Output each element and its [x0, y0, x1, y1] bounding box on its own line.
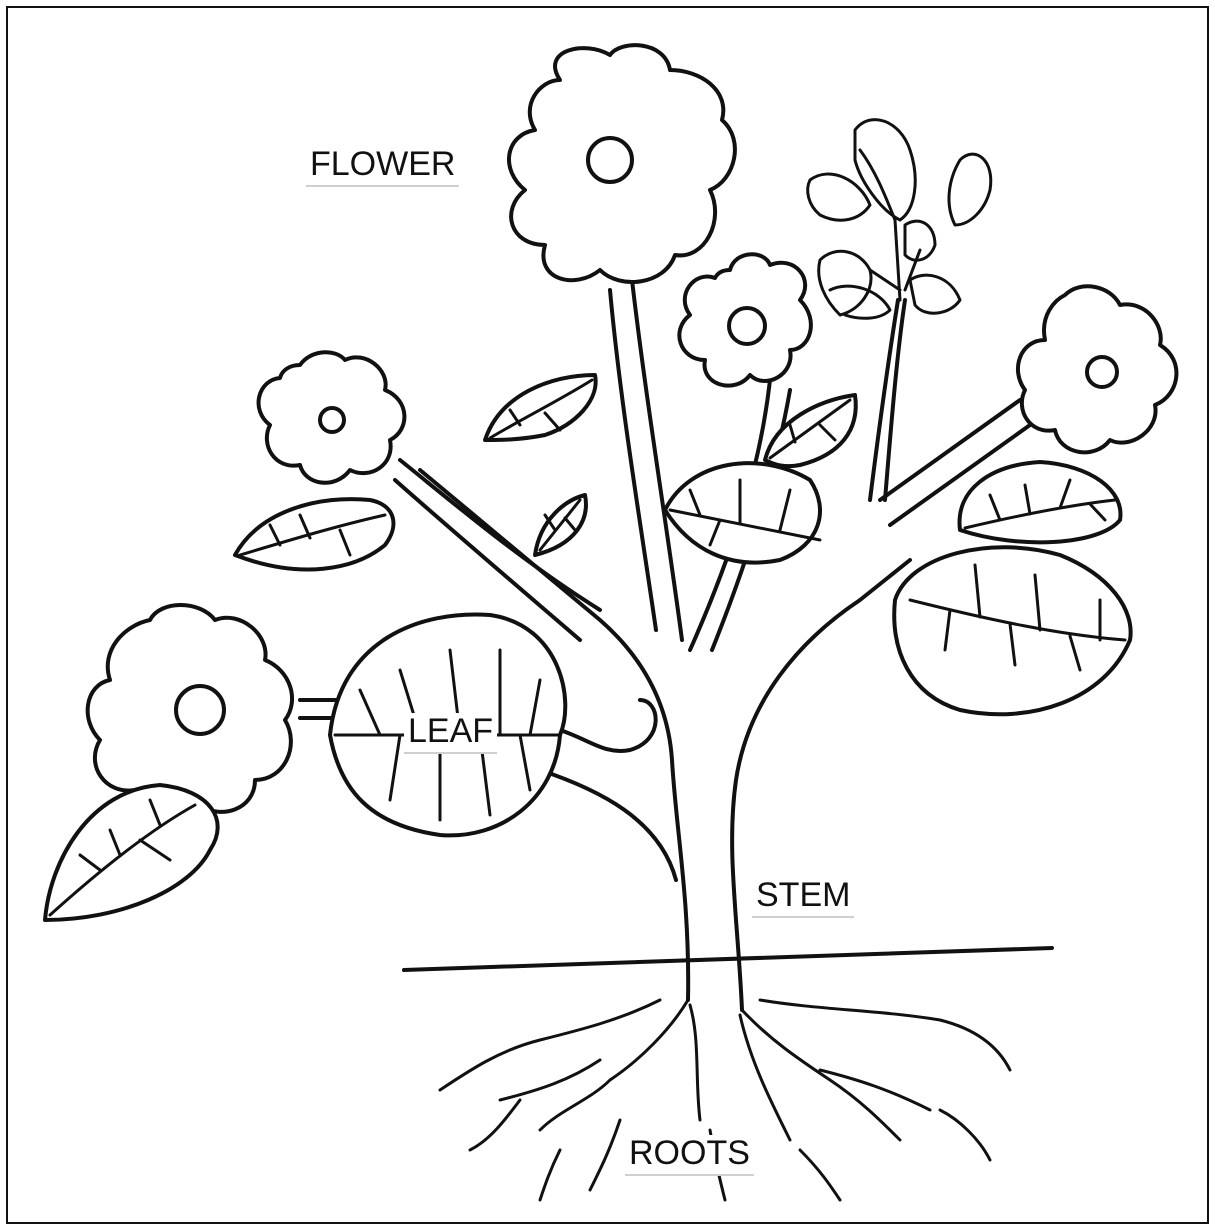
branch-left	[395, 460, 600, 640]
label-leaf: LEAF	[404, 713, 497, 754]
main-stem-right	[732, 560, 910, 1010]
stem-lower-left-stub	[560, 700, 656, 751]
flower-right	[1018, 286, 1176, 452]
ground-line	[404, 948, 1052, 970]
flower-left-small	[259, 352, 405, 483]
stem-to-buds	[870, 300, 905, 500]
flower-top	[509, 45, 735, 282]
leaf-right-upper	[960, 462, 1121, 542]
leaf-mid-b	[765, 395, 856, 466]
leaf-small-1	[485, 375, 596, 440]
leaf-small-2	[535, 495, 586, 555]
stem-center-branch	[610, 290, 656, 630]
stem-center-branch-2	[632, 280, 682, 640]
label-roots: ROOTS	[625, 1135, 754, 1176]
leaf-mid-a	[665, 463, 820, 562]
buds-cluster	[808, 120, 991, 319]
flower-middle	[679, 254, 811, 385]
leaf-left-upper	[235, 499, 393, 569]
stem-left-curve	[540, 770, 676, 880]
leaf-right-lower	[894, 547, 1130, 714]
flower-left-large	[88, 605, 292, 816]
leaf-bottom-left	[45, 785, 218, 920]
label-flower: FLOWER	[306, 146, 459, 187]
label-stem: STEM	[752, 877, 854, 918]
